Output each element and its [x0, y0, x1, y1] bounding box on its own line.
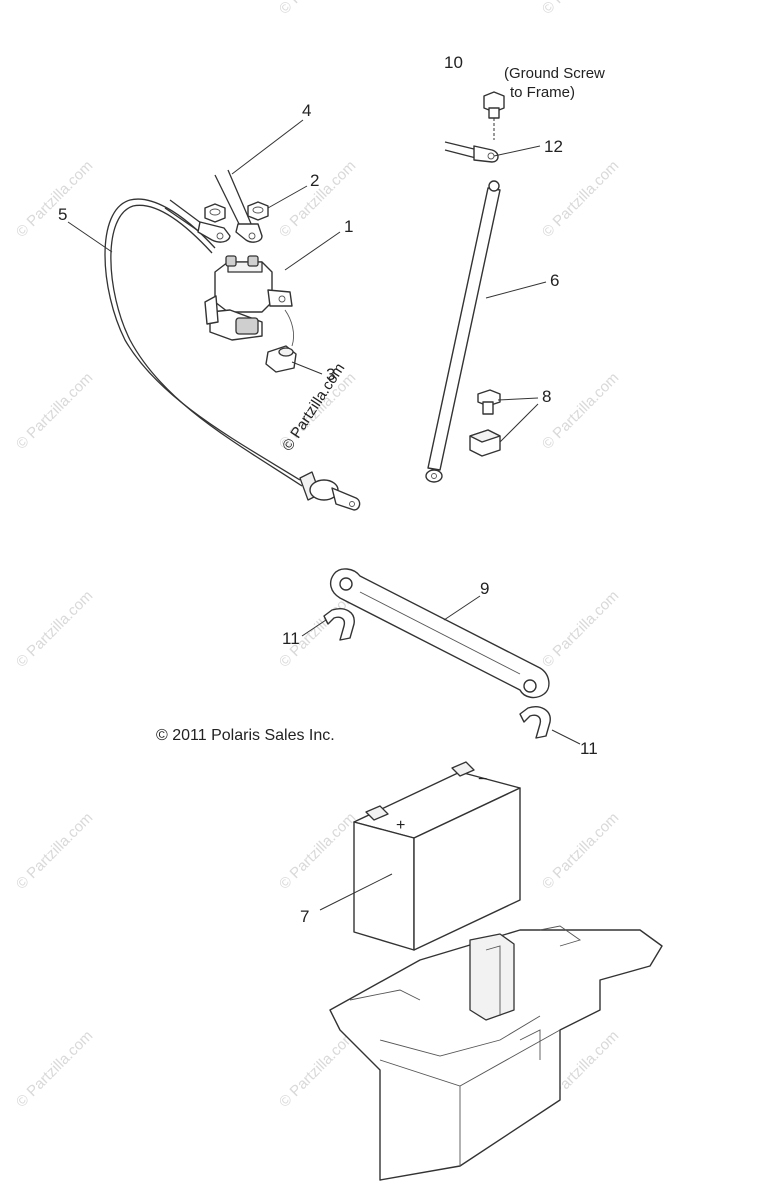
- part-6-ground-cable[interactable]: [425, 180, 501, 483]
- watermark-center: © Partzilla.com: [279, 360, 348, 454]
- part-7-battery[interactable]: + −: [353, 761, 521, 951]
- callout-11: 11: [282, 629, 300, 648]
- part-12-ring-terminal[interactable]: [444, 141, 499, 163]
- watermark: © Partzilla.com: [13, 1027, 96, 1110]
- part-5-battery-cable[interactable]: [104, 198, 361, 511]
- watermark: © Partzilla.com: [539, 587, 622, 670]
- watermark: © Partzilla.com: [13, 587, 96, 670]
- callout-10: 10: [444, 53, 463, 72]
- ground-screw-note: to Frame): [510, 84, 575, 101]
- part-2-nut[interactable]: [204, 201, 269, 223]
- callout-8: 8: [542, 387, 551, 406]
- callout-2: 2: [310, 171, 319, 190]
- part-1-solenoid[interactable]: [204, 255, 293, 341]
- battery-plus-terminal: +: [396, 817, 405, 834]
- part-10-ground-screw[interactable]: [483, 91, 505, 140]
- watermark: © Partzilla.com: [539, 0, 622, 18]
- watermark: © Partzilla.com: [13, 369, 96, 452]
- callout-11: 11: [580, 739, 598, 758]
- callout-12: 12: [544, 137, 563, 156]
- watermark: © Partzilla.com: [13, 157, 96, 240]
- part-11-clip[interactable]: [323, 608, 551, 739]
- callout-3: 3: [326, 365, 335, 384]
- watermark: © Partzilla.com: [539, 369, 622, 452]
- watermark: © Partzilla.com: [539, 157, 622, 240]
- watermark: © Partzilla.com: [13, 809, 96, 892]
- watermark: © Partzilla.com: [276, 809, 359, 892]
- callout-9: 9: [480, 579, 489, 598]
- callout-6: 6: [550, 271, 559, 290]
- battery-minus-terminal: −: [478, 771, 487, 788]
- part-8-fastener[interactable]: [469, 389, 501, 457]
- watermark: © Partzilla.com: [539, 809, 622, 892]
- watermark: © Partzilla.com: [276, 1027, 359, 1110]
- ground-screw-note: (Ground Screw: [504, 65, 605, 82]
- part-3-cap-nut[interactable]: [265, 309, 297, 373]
- battery-tray[interactable]: [329, 925, 663, 1181]
- watermark: © Partzilla.com: [276, 0, 359, 18]
- copyright-notice: © 2011 Polaris Sales Inc.: [156, 727, 335, 744]
- callout-5: 5: [58, 205, 67, 224]
- callout-4: 4: [302, 101, 311, 120]
- callout-7: 7: [300, 907, 309, 926]
- leader-lines: [67, 119, 581, 911]
- callout-labels: 1 2 3 4 5 6 7 8 9 10 11 11 12: [58, 53, 598, 926]
- part-9-hold-down-bar[interactable]: [329, 568, 550, 699]
- part-4-solenoid-cable[interactable]: [164, 169, 263, 243]
- callout-1: 1: [344, 217, 353, 236]
